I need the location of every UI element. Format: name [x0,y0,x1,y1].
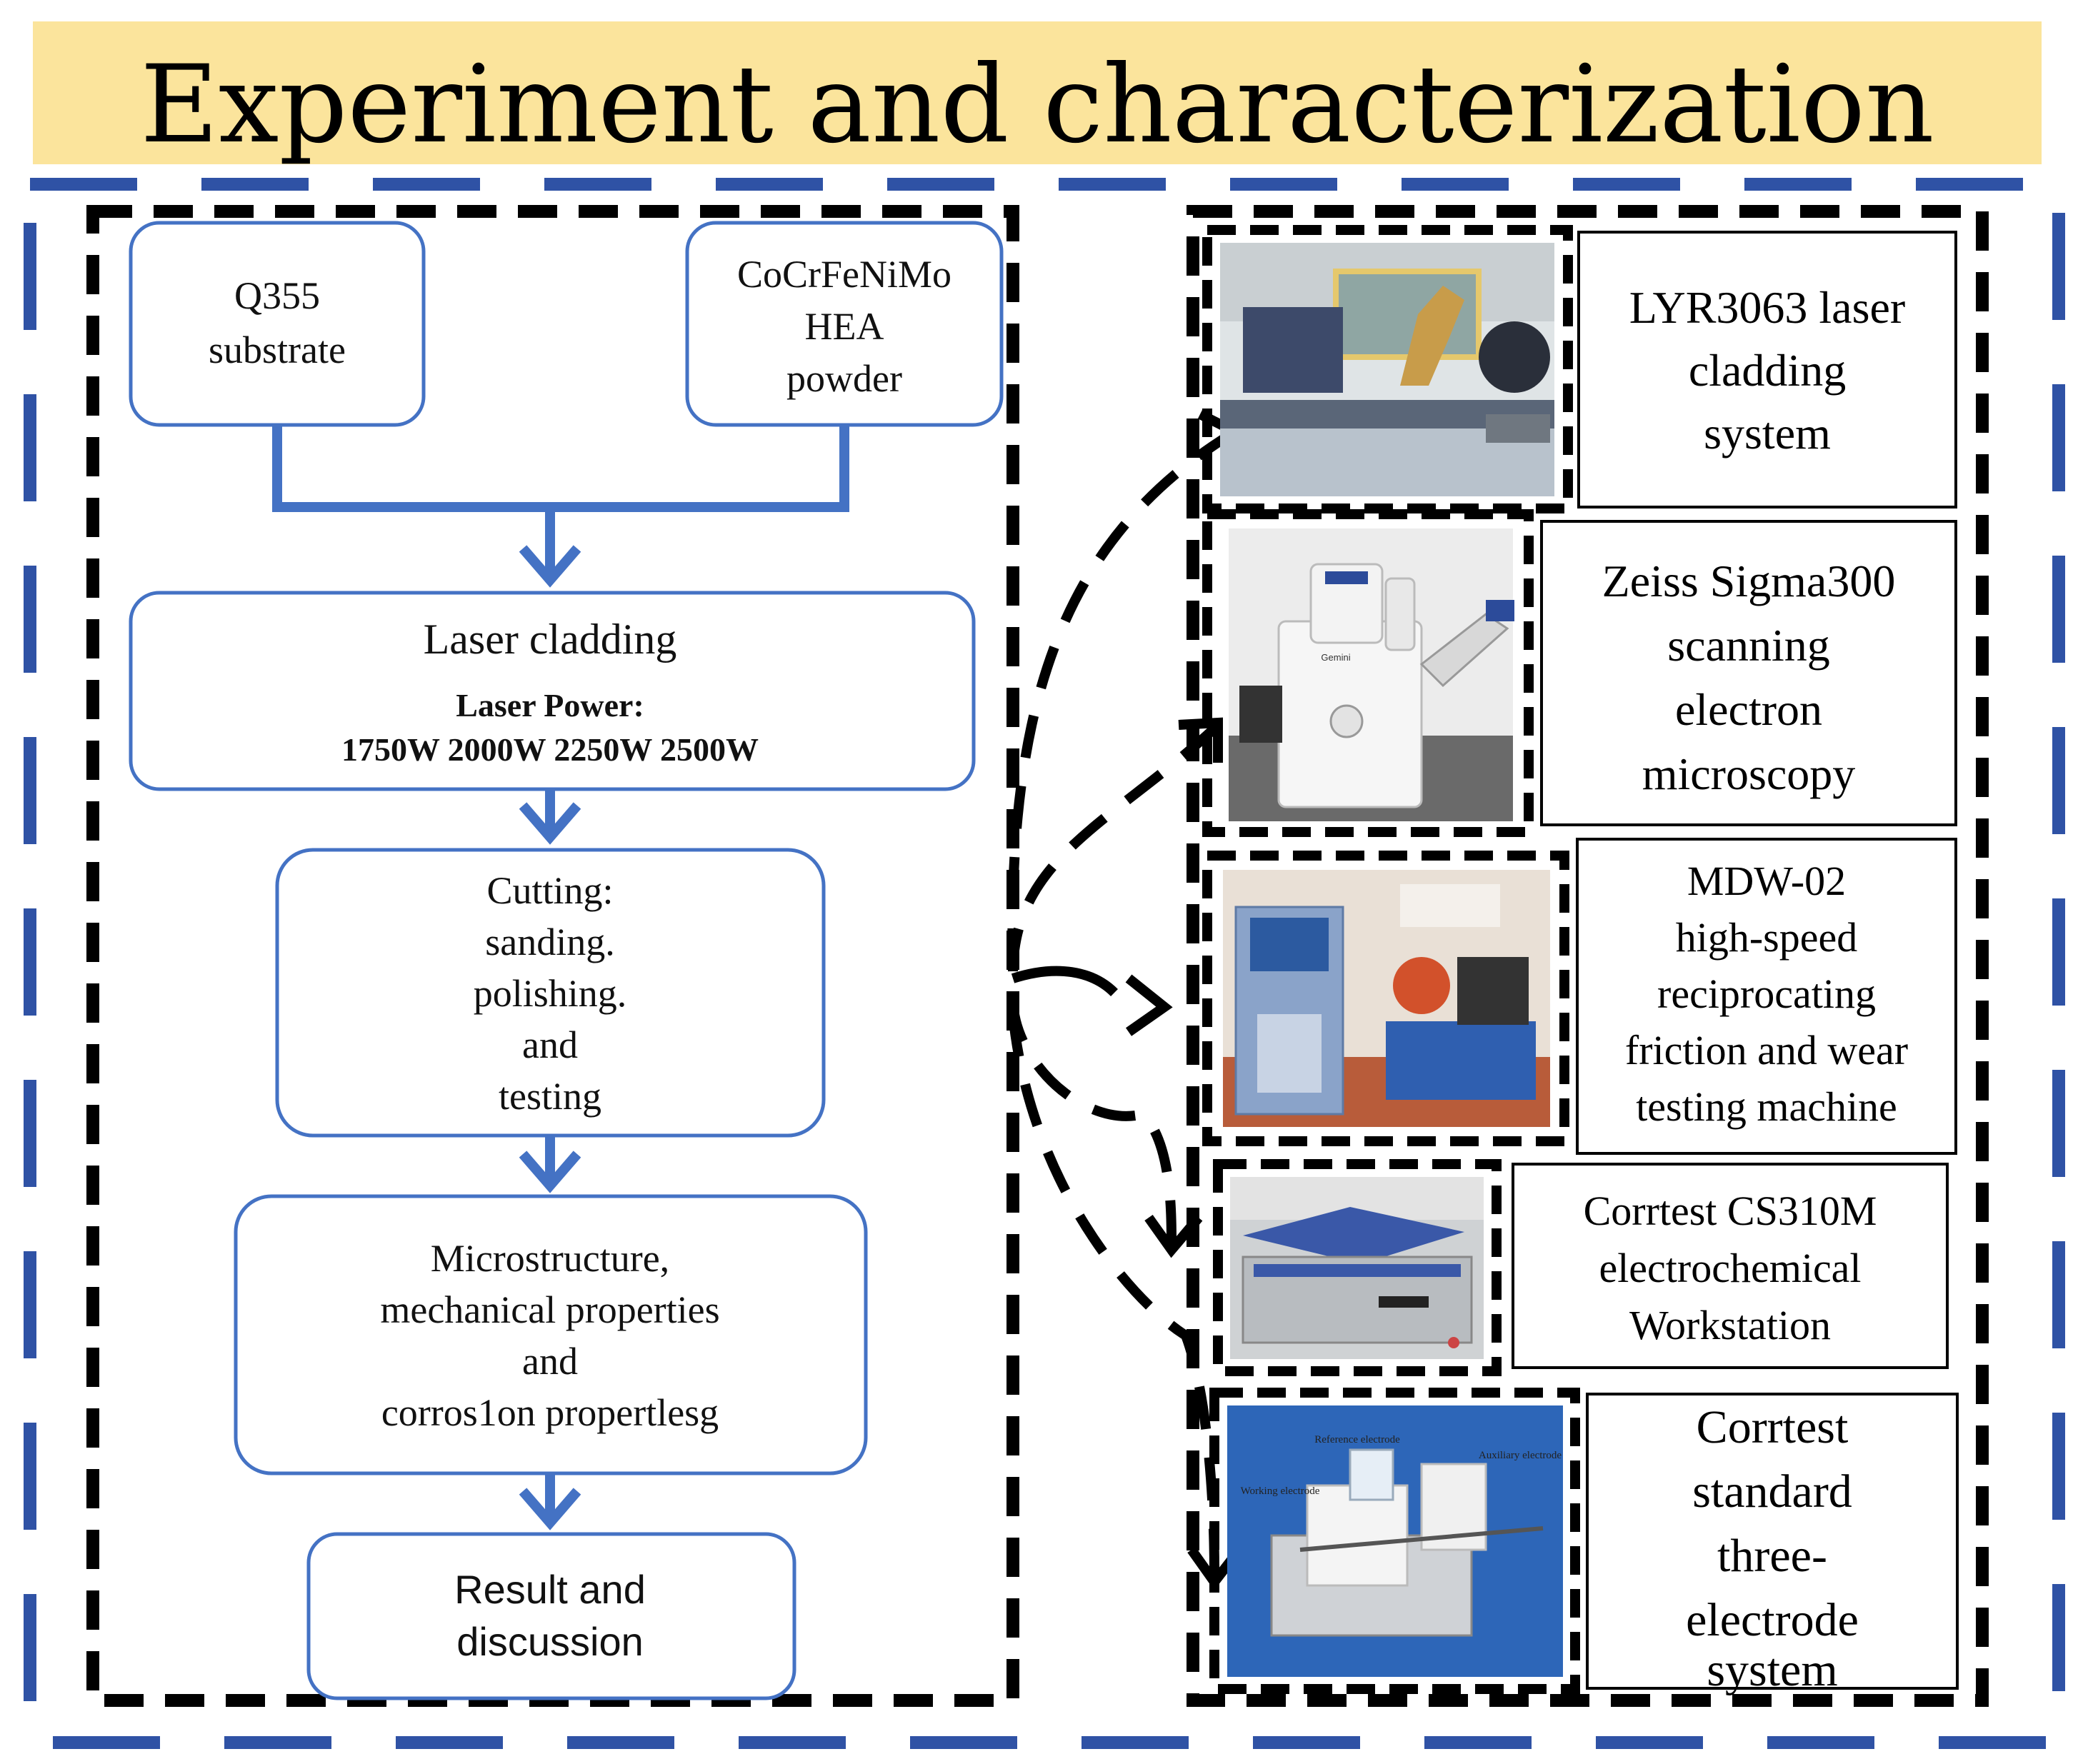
cutting-line-1: Cutting: [486,869,613,912]
arrow-to-three-electrode [1008,1013,1219,1572]
equipment-2-photo-frame [1202,509,1534,837]
auxiliary-electrode-label: Auxiliary electrode [1479,1450,1562,1461]
page-title: Experiment and characterization [140,43,1934,167]
flowchart [272,425,849,1530]
electrochemical-workstation-photo [1230,1177,1484,1359]
arrow-to-sem [1008,724,1218,972]
equipment-1-label-box [1577,231,1957,508]
sem-microscope-photo: Gemini [1229,528,1514,821]
three-electrode-cell-photo: Reference electrode Auxiliary electrode … [1227,1405,1563,1677]
micro-line-4: corros1on propertlesg [381,1391,719,1434]
substrate-line-2: substrate [209,329,346,371]
equipment-5-line-1: Corrtest [1697,1401,1849,1453]
equipment-1-line-3: system [1704,408,1831,458]
arrowhead-sem [1178,717,1223,763]
equipment-5-line-3: three- [1717,1530,1827,1582]
arrow-to-laser-system [1007,431,1232,972]
equipment-4-line-1: Corrtest CS310M [1584,1188,1877,1234]
equipment-5-line-4: electrode [1686,1594,1859,1646]
equipment-2-line-4: microscopy [1642,748,1856,799]
equipment-3-line-3: reciprocating [1657,971,1876,1017]
laser-cladding-title: Laser cladding [424,616,677,663]
arrow-head-2 [519,802,581,845]
cutting-box: Cutting: sanding. polishing. and testing [275,848,826,1138]
equipment-3-line-2: high-speed [1676,914,1858,961]
arrowhead-workstation [1144,1214,1203,1258]
equipment-5-line-5: system [1707,1644,1837,1696]
powder-box: CoCrFeNiMo HEA powder [685,221,1004,427]
equipment-labels: LYR3063 laser cladding system Zeiss Sigm… [1584,282,1909,1696]
laser-cladding-box: Laser cladding Laser Power: 1750W 2000W … [129,591,976,791]
equipment-1-photo-frame [1202,225,1573,513]
sem-brand-text: Gemini [1321,652,1350,663]
equipment-3-line-5: testing machine [1636,1083,1897,1130]
powder-line-2: HEA [805,305,884,348]
equipment-4-line-3: Workstation [1629,1302,1831,1348]
result-line-2: discussion [456,1619,643,1664]
equipment-4-photo-frame [1213,1159,1502,1376]
equipment-1-line-1: LYR3063 laser [1629,282,1905,333]
result-line-1: Result and [454,1567,646,1612]
equipment-3-photo-frame [1202,851,1569,1146]
outer-frame [24,178,2065,1749]
title-banner [33,21,2042,164]
cutting-line-5: testing [499,1075,601,1118]
equipment-4-line-2: electrochemical [1599,1245,1861,1291]
cutting-line-2: sanding. [485,921,615,963]
equipment-1-line-2: cladding [1689,345,1846,396]
micro-line-1: Microstructure, [431,1237,669,1280]
substrate-line-1: Q355 [234,274,320,317]
cutting-line-3: polishing. [474,972,627,1015]
equipment-2-line-1: Zeiss Sigma300 [1602,556,1896,606]
equipment-3-label-box [1576,838,1957,1155]
equipment-3-line-4: friction and wear [1625,1027,1908,1073]
equipment-5-label-box [1586,1393,1959,1690]
laser-cladding-robot-photo [1220,243,1554,496]
powder-line-3: powder [786,357,902,400]
powder-line-1: CoCrFeNiMo [737,253,951,296]
equipment-5-photo-frame [1209,1388,1580,1694]
result-box: Result and discussion [306,1532,796,1700]
micro-line-2: mechanical properties [380,1288,719,1331]
arrow-head-4 [519,1488,581,1530]
working-electrode-label: Working electrode [1241,1485,1320,1497]
equipment-2-label-box [1540,520,1957,826]
arrow-head-1 [519,545,581,588]
equipment-2-line-2: scanning [1667,620,1830,671]
equipment-frame [1187,205,1989,1707]
merge-connector [272,425,849,512]
equipment-5-line-2: standard [1692,1465,1852,1518]
arrow-to-friction [1011,966,1118,997]
micro-line-3: and [522,1340,578,1383]
arrow-head-3 [519,1151,581,1193]
characterization-box: Microstructure, mechanical properties an… [234,1194,868,1475]
laser-power-values: 1750W 2000W 2250W 2500W [341,731,759,768]
laser-power-label: Laser Power: [456,687,644,723]
reference-electrode-label: Reference electrode [1314,1434,1400,1445]
cutting-line-4: and [522,1023,578,1066]
friction-wear-tester-photo [1223,870,1550,1127]
substrate-box: Q355 substrate [129,221,426,427]
equipment-3-line-1: MDW-02 [1687,858,1846,904]
equipment-4-label-box [1512,1163,1949,1369]
equipment-2-line-3: electron [1675,684,1822,735]
connector-arrow-heads [1125,409,1244,1590]
arrowhead-friction [1125,974,1173,1036]
arrow-to-workstation [1008,999,1177,1243]
